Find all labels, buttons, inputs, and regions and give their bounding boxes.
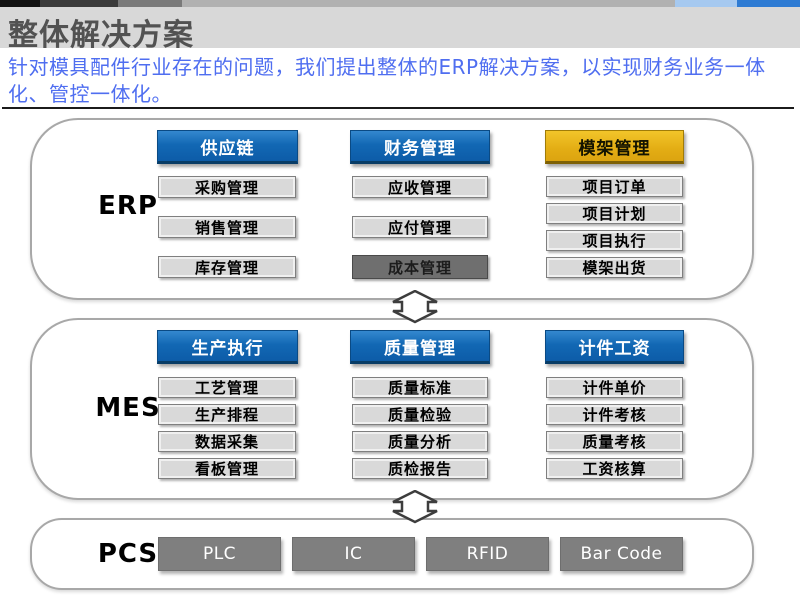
section-label-mes: MES [95,393,161,423]
module-box: 项目订单 [546,176,683,197]
strip-segment [118,0,182,7]
section-label-pcs: PCS [97,539,159,569]
erp-finance-header: 财务管理 [350,130,490,164]
double-vertical-arrow-icon [392,490,438,524]
module-box: 质量考核 [546,431,683,452]
module-box: 采购管理 [158,176,296,198]
module-box: 工资核算 [546,458,683,479]
strip-segment [182,0,675,7]
mes-piecework-header: 计件工资 [545,330,684,364]
strip-segment [675,0,737,7]
module-box: 质检报告 [352,458,488,479]
divider-line [2,107,794,109]
strip-segment [0,0,40,7]
pcs-box-plc: PLC [158,537,281,571]
slide-title: 整体解决方案 [8,18,194,53]
erp-supply-chain-header: 供应链 [157,130,298,164]
intro-text: 针对模具配件行业存在的问题，我们提出整体的ERP解决方案，以实现财务业务一体化、… [8,55,766,106]
module-box: 应付管理 [352,216,488,238]
module-box: 质量分析 [352,431,488,452]
pcs-box-barcode: Bar Code [560,537,683,571]
module-box: 质量标准 [352,377,488,398]
module-box: 生产排程 [158,404,296,425]
module-box: 销售管理 [158,216,296,238]
module-box: 计件考核 [546,404,683,425]
erp-mold-frame-header: 模架管理 [545,130,684,164]
pcs-box-rfid: RFID [426,537,549,571]
section-label-erp: ERP [98,191,158,221]
mes-quality-header: 质量管理 [350,330,490,364]
strip-segment [40,0,118,7]
module-box: 工艺管理 [158,377,296,398]
module-box: 质量检验 [352,404,488,425]
pcs-box-ic: IC [292,537,415,571]
module-box: 项目执行 [546,230,683,251]
mes-production-header: 生产执行 [157,330,298,364]
module-box: 数据采集 [158,431,296,452]
double-vertical-arrow-icon [392,290,438,324]
module-box-cost: 成本管理 [352,255,488,279]
module-box: 项目计划 [546,203,683,224]
module-box: 计件单价 [546,377,683,398]
module-box: 应收管理 [352,176,488,198]
module-box: 看板管理 [158,458,296,479]
title-band: 整体解决方案 [0,7,800,53]
module-box: 库存管理 [158,256,296,278]
module-box: 模架出货 [546,257,683,278]
strip-segment [737,0,800,7]
top-decorative-strip [0,0,800,7]
